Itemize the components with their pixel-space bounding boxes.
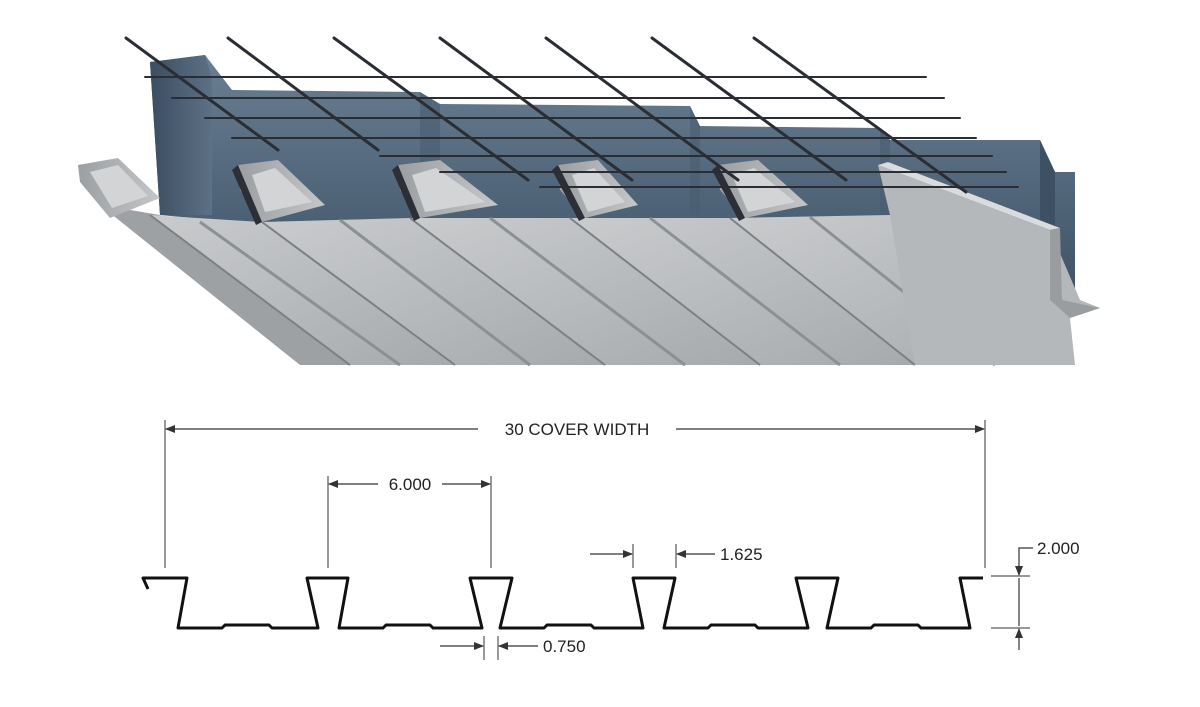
wire-mesh (124, 36, 1019, 194)
bottom-opening-label: 0.750 (543, 637, 586, 656)
cover-width-dimension: 30 COVER WIDTH (165, 420, 985, 439)
rib-2 (232, 160, 325, 225)
depth-dimension: 2.000 (1015, 539, 1080, 650)
deck-profile-line (141, 576, 983, 630)
depth-label: 2.000 (1037, 539, 1080, 558)
top-flange-dimension: 1.625 (590, 545, 763, 564)
deck-ribs (78, 158, 808, 225)
bottom-opening-dimension: 0.750 (440, 637, 586, 656)
deck-illustration (78, 36, 1100, 367)
rib-spacing-dimension: 6.000 (328, 475, 491, 494)
deck-edge-flange (878, 162, 1100, 365)
rib-5 (712, 160, 808, 221)
deck-panels (100, 205, 1075, 367)
rib-3 (392, 160, 498, 221)
top-flange-label: 1.625 (720, 545, 763, 564)
extension-lines (164, 420, 1030, 660)
rib-spacing-label: 6.000 (389, 475, 432, 494)
rib-1 (78, 158, 160, 218)
cover-width-label: 30 COVER WIDTH (505, 420, 650, 439)
profile-drawing: 30 COVER WIDTH 6.000 1.625 0.750 2.000 (141, 420, 1080, 660)
rib-4 (552, 160, 638, 221)
